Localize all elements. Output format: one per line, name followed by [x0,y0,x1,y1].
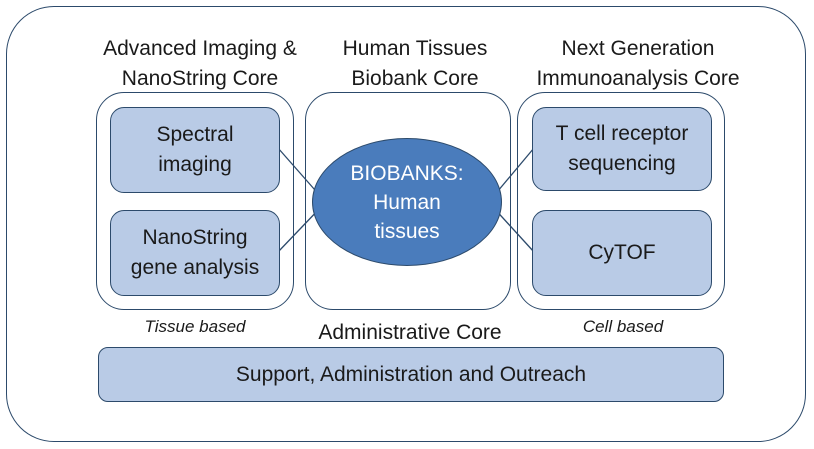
support-bar-label: Support, Administration and Outreach [235,362,587,386]
biobanks-label: BIOBANKS: Human tissues [350,161,464,243]
cytof-label: CyTOF [588,241,656,264]
left-core-title: Advanced Imaging & NanoString Core [103,37,297,90]
cytof-box: CyTOF [532,210,712,296]
spectral-imaging-label: Spectral imaging [156,123,234,176]
right-core-title: Next Generation Immunoanalysis Core [536,37,740,90]
spectral-imaging-box: Spectral imaging [110,107,280,193]
center-core-title: Human Tissues Biobank Core [342,37,488,90]
tissue-based-label: Tissue based [144,317,246,336]
cell-based-label: Cell based [582,317,664,336]
administrative-core-label: Administrative Core [318,321,502,344]
tcell-receptor-label: T cell receptor sequencing [555,122,689,175]
biobanks-ellipse: BIOBANKS: Human tissues [312,138,502,266]
nanostring-box: NanoString gene analysis [110,210,280,296]
nanostring-label: NanoString gene analysis [130,226,260,279]
support-bar: Support, Administration and Outreach [98,347,724,402]
tcell-receptor-box: T cell receptor sequencing [532,107,712,191]
